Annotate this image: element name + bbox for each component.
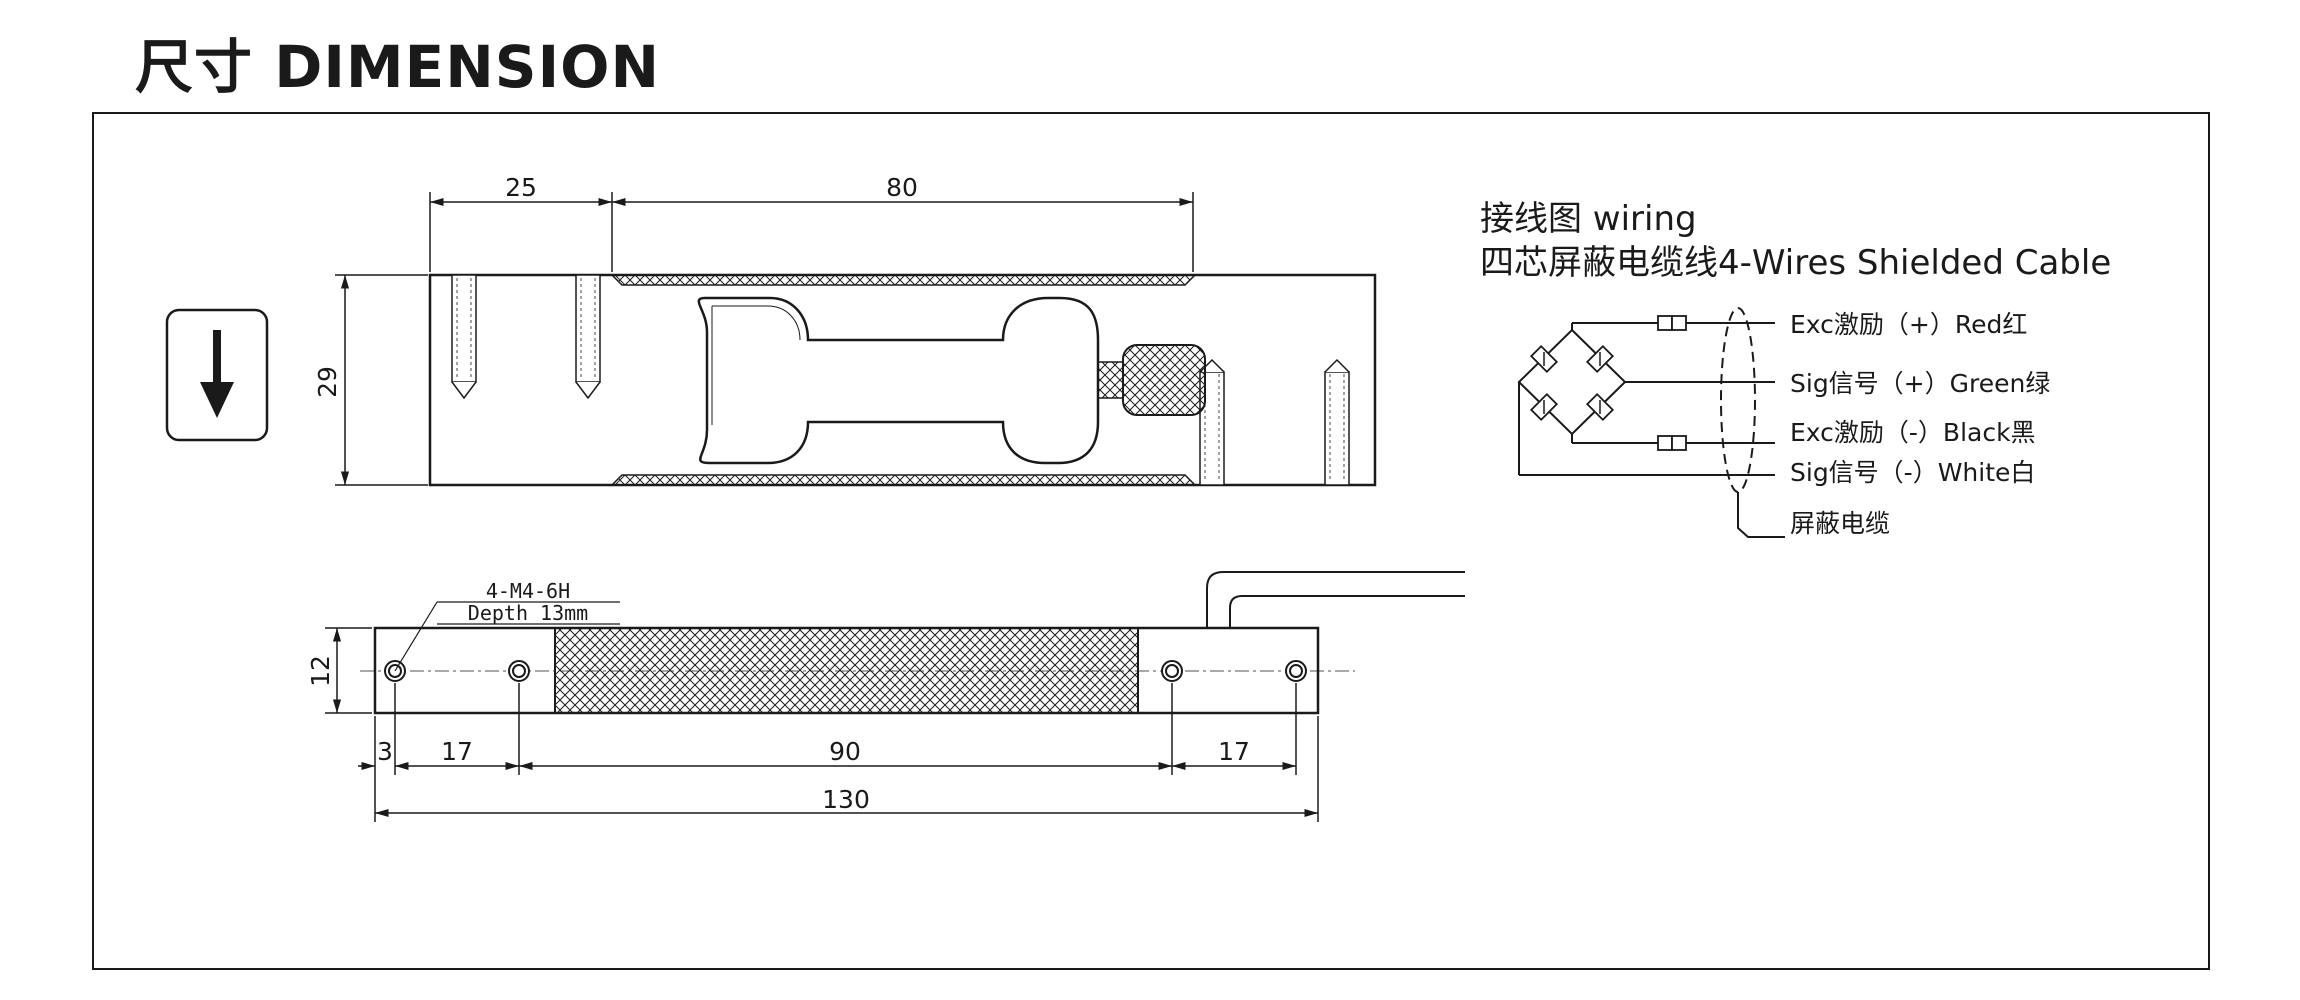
wire-exc-plus-label: Exc激励（+）Red红 [1790, 310, 2027, 339]
dim-side-29: 29 [313, 366, 342, 398]
page-title: 尺寸 DIMENSION [135, 33, 660, 101]
thread-note-depth: Depth 13mm [468, 601, 588, 625]
wiring-cable-title: 四芯屏蔽电缆线4-Wires Shielded Cable [1480, 243, 2111, 283]
dim-bottom-17-right: 17 [1218, 737, 1250, 766]
dim-bottom-12: 12 [306, 655, 335, 687]
dim-side-80: 80 [886, 173, 918, 202]
wire-exc-minus-label: Exc激励（-）Black黑 [1790, 418, 2036, 447]
wiring-title: 接线图 wiring [1480, 199, 1697, 239]
load-direction-indicator [165, 308, 269, 442]
bottom-view: 4-M4-6H Depth 13mm 12 3 17 90 17 130 [306, 571, 1465, 822]
dim-bottom-3: 3 [377, 737, 393, 766]
wiring-diagram: 接线图 wiring 四芯屏蔽电缆线4-Wires Shielded Cable [1480, 199, 2111, 538]
thread-note-spec: 4-M4-6H [486, 579, 570, 603]
wire-sig-minus-label: Sig信号（-）White白 [1790, 458, 2035, 487]
dim-bottom-130: 130 [822, 785, 870, 814]
drawing-frame [92, 112, 2210, 970]
dim-bottom-90: 90 [829, 737, 861, 766]
side-view: 25 80 29 [313, 173, 1377, 487]
dim-side-25: 25 [505, 173, 537, 202]
wire-sig-plus-label: Sig信号（+）Green绿 [1790, 369, 2050, 398]
dim-bottom-17-left: 17 [441, 737, 473, 766]
arrow-down-icon [200, 330, 234, 418]
shield-cable-label: 屏蔽电缆 [1790, 509, 1890, 538]
